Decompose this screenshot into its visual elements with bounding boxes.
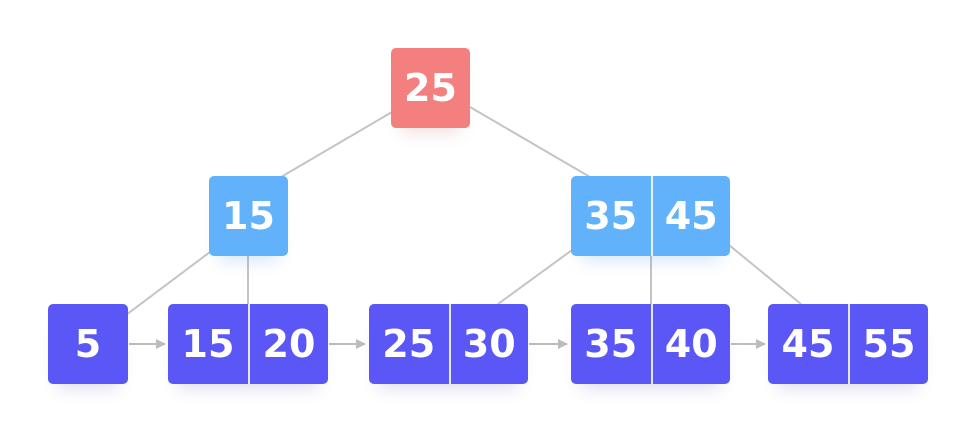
edge-internal-35-45-to-leaf-25-30 — [497, 249, 573, 305]
leaf-node-15-20-key-2: 20 — [248, 304, 328, 384]
edge-internal-15-to-leaf-5 — [125, 251, 211, 316]
leaf-node-5: 5 — [48, 304, 128, 384]
leaf-node-25-30-key-2: 30 — [448, 304, 529, 384]
root-key: 25 — [404, 66, 457, 110]
leaf-node-25-30-key-1: 25 — [382, 322, 436, 366]
leaf-node-25-30: 25 30 — [369, 304, 528, 384]
leaf-node-45-55: 45 55 — [768, 304, 928, 384]
leaf-node-35-40-key-2: 40 — [650, 304, 731, 384]
internal-node-15: 15 — [209, 176, 288, 256]
internal-node-35-45: 35 45 — [571, 176, 730, 256]
leaf-node-35-40: 35 40 — [571, 304, 730, 384]
leaf-node-45-55-key-2: 55 — [848, 304, 928, 384]
leaf-node-45-55-key-1: 45 — [781, 322, 835, 366]
internal-node-15-key-1: 15 — [222, 194, 275, 238]
edge-root-to-internal-15 — [280, 111, 393, 178]
internal-node-35-45-key-1: 35 — [584, 194, 638, 238]
edge-internal-35-45-to-leaf-45-55 — [728, 244, 802, 305]
root-node: 25 — [391, 48, 470, 128]
edge-root-to-internal-35-45 — [469, 106, 591, 178]
leaf-node-5-key-1: 5 — [74, 322, 102, 366]
leaf-node-15-20-key-1: 15 — [181, 322, 235, 366]
internal-node-35-45-key-2: 45 — [650, 176, 731, 256]
leaf-node-15-20: 15 20 — [168, 304, 328, 384]
leaf-node-35-40-key-1: 35 — [584, 322, 638, 366]
